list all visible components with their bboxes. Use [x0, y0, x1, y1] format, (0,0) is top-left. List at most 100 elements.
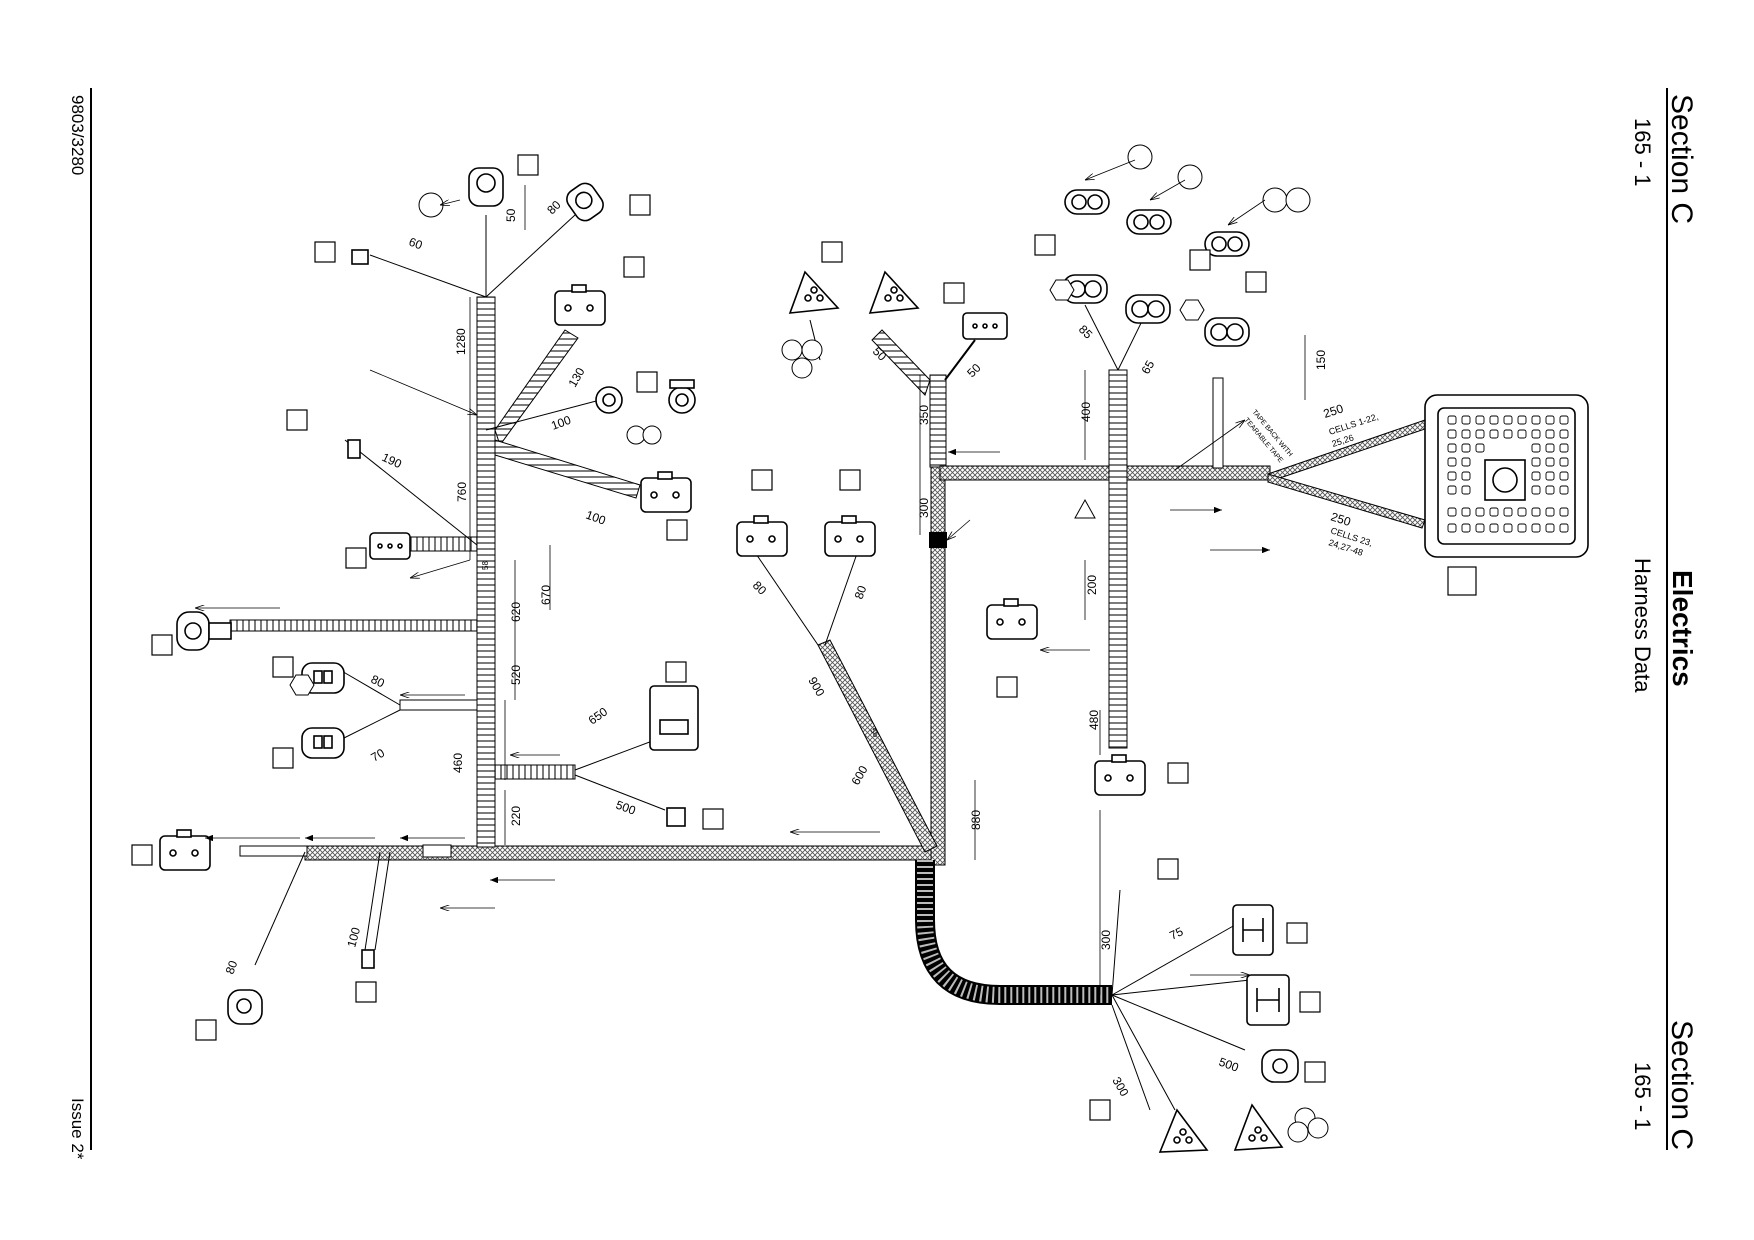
- dim-label: 85: [1076, 322, 1096, 342]
- center-trunk: [930, 464, 946, 866]
- branch-left-connector: [409, 536, 478, 552]
- dimension-labels: 60 50 80 1280 130 100 190 760 100 620 67…: [223, 198, 1328, 1100]
- dim-label: 670: [539, 585, 553, 605]
- dim-label: 100: [344, 925, 363, 948]
- lower-curved-branch-fill: [917, 860, 1112, 1003]
- ecu-branch-b-length: 250: [1329, 510, 1353, 530]
- pin-pair-connector-icon: [1062, 274, 1108, 304]
- dim-label: 60: [407, 235, 425, 253]
- triangle-connector-icon: [1158, 1108, 1209, 1153]
- ecu-pins: [1447, 415, 1569, 533]
- dim-label: 80: [369, 672, 387, 690]
- connector-code: 58: [481, 561, 490, 570]
- ring-terminal-icon: [566, 182, 604, 222]
- relay-connector-icon: [649, 685, 699, 751]
- relay-connector-icon: [1246, 974, 1290, 1026]
- dim-label: 300: [1099, 930, 1113, 950]
- dim-label: 65: [1138, 358, 1157, 377]
- pin-pair-connector-icon: [1125, 294, 1171, 324]
- dim-label: 75: [1167, 924, 1185, 942]
- leader-arrows: [195, 159, 1270, 975]
- ring-terminal-icon: [468, 167, 504, 207]
- branch-left-double: [399, 699, 478, 711]
- connector-2pin-icon: [159, 829, 211, 871]
- dim-label: 460: [451, 753, 465, 773]
- reference-boxes: [131, 154, 1477, 1121]
- branch-mid-diag: [494, 439, 641, 499]
- dim-label: 900: [805, 675, 827, 700]
- pin-pair-connector-icon: [1064, 189, 1110, 215]
- dim-label: 650: [586, 704, 611, 727]
- connector-3pin-icon: [369, 532, 411, 560]
- triangle-connector-icon: [1233, 1103, 1284, 1151]
- dim-label: 220: [509, 806, 523, 826]
- harness-trunks: [229, 296, 1429, 1005]
- connector-3pin-icon: [962, 312, 1008, 340]
- dim-label: 500: [1217, 1055, 1241, 1075]
- main-trunk-bottom: [304, 845, 938, 861]
- dim-label: 130: [565, 365, 587, 390]
- dim-label: 80: [852, 583, 870, 601]
- dim-label: 480: [1087, 710, 1101, 730]
- connector-2pin-icon: [986, 598, 1038, 640]
- branch-lower-right: [494, 764, 576, 780]
- icon-symbols: [289, 144, 1329, 1143]
- connector-2pin-icon: [554, 284, 606, 326]
- oval-connector-icon: [301, 727, 345, 759]
- splice-label: [422, 844, 452, 858]
- dim-label: 80: [544, 198, 564, 218]
- connector-2pin-icon: [640, 471, 692, 513]
- dim-label: 150: [1314, 350, 1328, 370]
- small-connector-icon: [361, 949, 375, 969]
- triangle-connector-icon: [868, 270, 920, 314]
- branch-upper-diag: [494, 329, 579, 447]
- diagonal-branch: [817, 639, 938, 853]
- dimension-lines: [469, 185, 1306, 995]
- small-connector-icon: [351, 249, 369, 265]
- connectors: [159, 167, 1589, 1153]
- pin-pair-connector-icon: [1204, 317, 1250, 347]
- dim-label: 500: [614, 798, 638, 818]
- left-trunk: [476, 296, 496, 848]
- center-trunk-upper: [929, 374, 947, 468]
- dim-label: 100: [584, 508, 608, 528]
- dim-label: 50: [964, 361, 984, 381]
- dim-label: 200: [1085, 575, 1099, 595]
- header-rule: [1666, 88, 1668, 1150]
- ecu-branch-a-length: 250: [1322, 401, 1346, 421]
- small-connector-icon: [666, 807, 686, 827]
- dim-label: 80: [750, 578, 770, 598]
- ring-terminal-icon: [227, 989, 263, 1025]
- dim-label: 1280: [454, 328, 468, 355]
- pin-pair-connector-icon: [1126, 209, 1172, 235]
- splice-block: [929, 532, 947, 548]
- dim-label: 880: [969, 810, 983, 830]
- branch-left-ring: [229, 619, 478, 632]
- connector-2pin-icon: [736, 515, 788, 557]
- dim-label: 80: [223, 958, 241, 976]
- dim-label: 300: [917, 498, 931, 518]
- dim-label: 190: [380, 450, 404, 471]
- dim-label: 400: [1079, 402, 1093, 422]
- dim-label: 70: [369, 746, 388, 765]
- dim-label: 300: [1109, 1075, 1131, 1100]
- ecu-tap: [1212, 377, 1224, 469]
- dim-label: 620: [509, 602, 523, 622]
- small-connector-icon: [347, 439, 361, 459]
- right-trunk: [1108, 369, 1128, 749]
- triangle-connector-icon: [788, 270, 840, 314]
- connector-2pin-icon: [1094, 754, 1146, 796]
- branch-left-bottom: [239, 845, 308, 857]
- branch-center-right: [944, 339, 976, 381]
- footer-rule: [90, 88, 92, 1150]
- dim-label: 100: [549, 413, 573, 433]
- pin-pair-connector-icon: [1204, 231, 1250, 257]
- dim-label: 350: [917, 405, 931, 425]
- relay-connector-icon: [1232, 904, 1274, 956]
- round-connector-icon: [595, 386, 623, 414]
- dim-label: 50: [504, 208, 518, 222]
- ring-terminal-icon: [176, 611, 232, 651]
- connector-2pin-icon: [824, 515, 876, 557]
- dim-label: 600: [848, 763, 870, 788]
